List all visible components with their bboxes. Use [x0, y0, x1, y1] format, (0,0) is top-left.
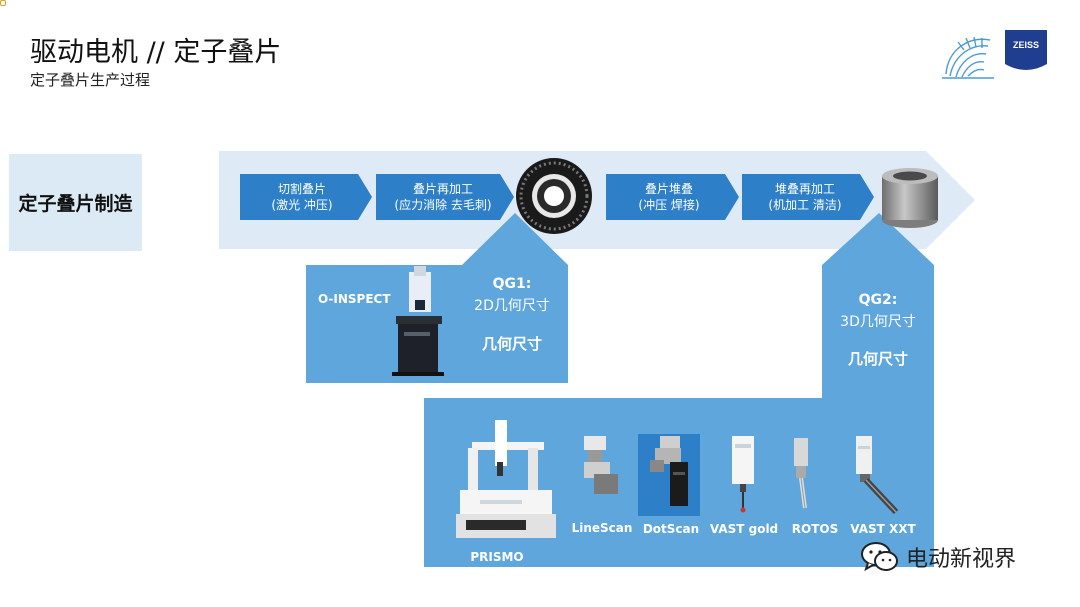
qg2-panel	[424, 213, 934, 567]
o-inspect-label: O-INSPECT	[318, 292, 391, 306]
product-label-linescan: LineScan	[571, 521, 633, 535]
dotscan-sensor-icon	[650, 436, 688, 506]
step-chevron-1	[240, 174, 372, 220]
step-detail: (激光 冲压)	[271, 198, 333, 212]
qg2-emphasis: 几何尺寸	[847, 350, 908, 368]
step-title: 叠片再加工	[412, 182, 473, 196]
step-reprocessing: 叠片再加工 (应力消除 去毛刺)	[378, 174, 508, 220]
step-chevron-4	[742, 174, 874, 220]
page-title: 驱动电机 // 定子叠片	[30, 37, 282, 68]
product-label-dotscan: DotScan	[642, 522, 700, 536]
o-inspect-machine-icon	[392, 266, 444, 376]
zeiss-logo-arc-icon	[1005, 60, 1047, 70]
step-title: 叠片堆叠	[644, 182, 693, 196]
step-stacking: 叠片堆叠 (冲压 焊接)	[606, 174, 732, 220]
watermark: 电动新视界	[860, 540, 1016, 574]
rotos-probe-icon	[794, 438, 808, 509]
step-stack-reprocessing: 堆叠再加工 (机加工 清洁)	[742, 174, 868, 220]
vast-xxt-probe-icon	[856, 436, 899, 515]
step-title: 堆叠再加工	[774, 182, 835, 196]
product-label-rotos: ROTOS	[791, 522, 839, 536]
product-label-prismo: PRISMO	[470, 550, 524, 564]
wechat-icon	[861, 542, 898, 572]
step-cutting: 切割叠片 (激光 冲压)	[240, 174, 364, 220]
qg1-emphasis: 几何尺寸	[481, 335, 542, 353]
page-subtitle: 定子叠片生产过程	[30, 71, 151, 89]
step-chevron-3	[606, 174, 739, 220]
qg2-code: QG2:	[858, 292, 898, 308]
step-chevron-2	[376, 174, 514, 220]
swirl-logo-icon	[942, 36, 994, 79]
category-box: 定子叠片制造	[9, 154, 142, 251]
step-title: 切割叠片	[277, 182, 326, 196]
product-label-vast-gold: VAST gold	[709, 522, 779, 536]
linescan-sensor-icon	[584, 436, 618, 494]
product-label-vast-xxt: VAST XXT	[850, 522, 916, 536]
qg2-description: 3D几何尺寸	[840, 314, 916, 330]
watermark-text: 电动新视界	[906, 547, 1017, 572]
zeiss-logo-text: ZEISS	[1005, 30, 1047, 60]
qg1-code: QG1:	[492, 276, 532, 292]
stator-stack-icon	[882, 168, 938, 228]
corner-marker	[0, 0, 6, 6]
step-detail: (机加工 清洁)	[768, 198, 842, 212]
step-detail: (应力消除 去毛刺)	[394, 198, 492, 212]
prismo-machine-icon	[456, 420, 556, 538]
qg1-panel	[306, 213, 568, 383]
category-label: 定子叠片制造	[18, 193, 133, 215]
zeiss-logo: ZEISS	[1005, 30, 1047, 72]
step-detail: (冲压 焊接)	[638, 198, 700, 212]
vast-gold-probe-icon	[732, 436, 754, 513]
qg1-description: 2D几何尺寸	[474, 298, 550, 314]
lamination-disc-icon	[516, 158, 592, 234]
